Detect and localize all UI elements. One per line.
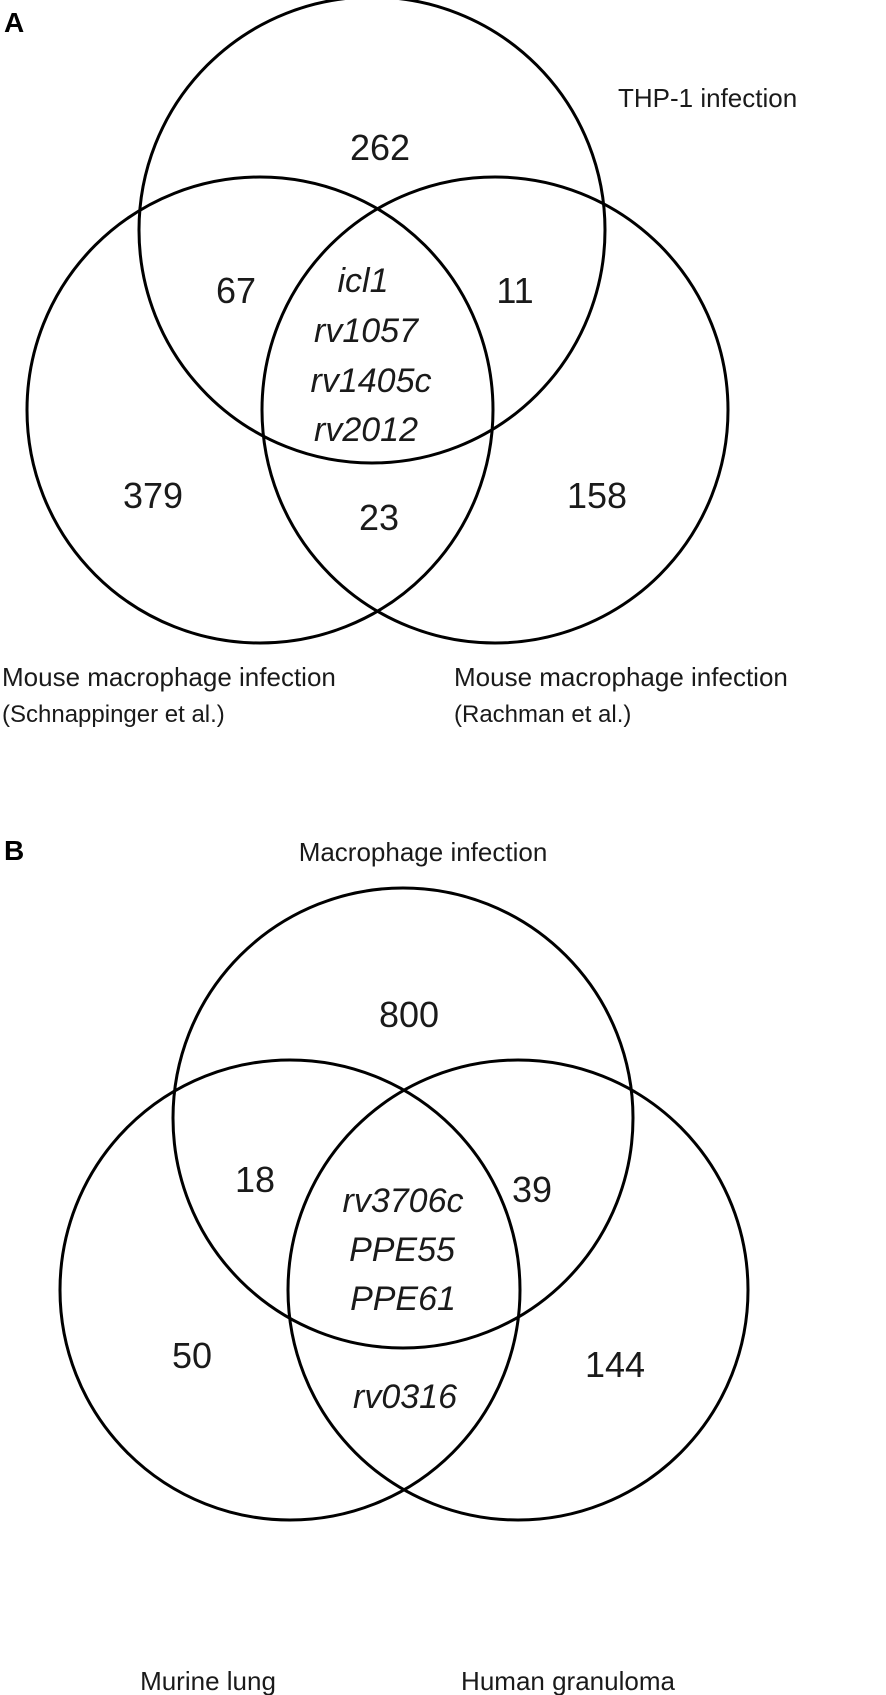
region-macrophage-only: 800 — [379, 994, 439, 1035]
gene-all-b-2: PPE55 — [349, 1231, 455, 1269]
set-label-macrophage: Macrophage infection — [299, 837, 548, 867]
region-thp1-schnappinger: 67 — [216, 270, 256, 311]
panel-a-letter: A — [4, 7, 24, 38]
gene-all-1: icl1 — [337, 262, 388, 300]
gene-all-2: rv1057 — [314, 312, 419, 350]
region-thp1-only: 262 — [350, 127, 410, 168]
set-human-granuloma-circle — [286, 1058, 750, 1522]
set-label-thp1: THP-1 infection — [618, 83, 797, 113]
gene-all-b-1: rv3706c — [343, 1182, 464, 1220]
set-label-schnappinger-1: Mouse macrophage infection — [2, 662, 336, 692]
region-granuloma-only: 144 — [585, 1344, 645, 1385]
set-label-schnappinger-2: (Schnappinger et al.) — [2, 701, 225, 728]
region-schnappinger-only: 379 — [123, 475, 183, 516]
panel-b: B Macrophage infection 800 18 39 rv3706c… — [4, 835, 750, 1695]
panel-a: A THP-1 infection 262 67 11 icl1 rv1057 … — [2, 0, 797, 728]
gene-all-3: rv1405c — [311, 362, 432, 400]
region-murine-granuloma: rv0316 — [353, 1378, 457, 1416]
set-label-human-granuloma: Human granuloma — [461, 1666, 675, 1695]
region-rachman-only: 158 — [567, 475, 627, 516]
gene-all-b-3: PPE61 — [350, 1280, 456, 1318]
region-schnappinger-rachman: 23 — [359, 497, 399, 538]
set-thp1-circle — [137, 0, 607, 465]
set-murine-lung-circle — [58, 1058, 522, 1522]
region-murine-only: 50 — [172, 1335, 212, 1376]
set-rachman-circle — [260, 175, 730, 645]
set-label-rachman-2: (Rachman et al.) — [454, 701, 631, 728]
set-macrophage-circle — [171, 886, 635, 1350]
region-macrophage-murine: 18 — [235, 1159, 275, 1200]
set-schnappinger-circle — [25, 175, 495, 645]
panel-b-letter: B — [4, 835, 24, 866]
region-thp1-rachman: 11 — [496, 270, 533, 311]
gene-all-4: rv2012 — [314, 411, 418, 449]
set-label-rachman-1: Mouse macrophage infection — [454, 662, 788, 692]
region-macrophage-granuloma: 39 — [512, 1169, 552, 1210]
set-label-murine-lung: Murine lung — [140, 1666, 276, 1695]
